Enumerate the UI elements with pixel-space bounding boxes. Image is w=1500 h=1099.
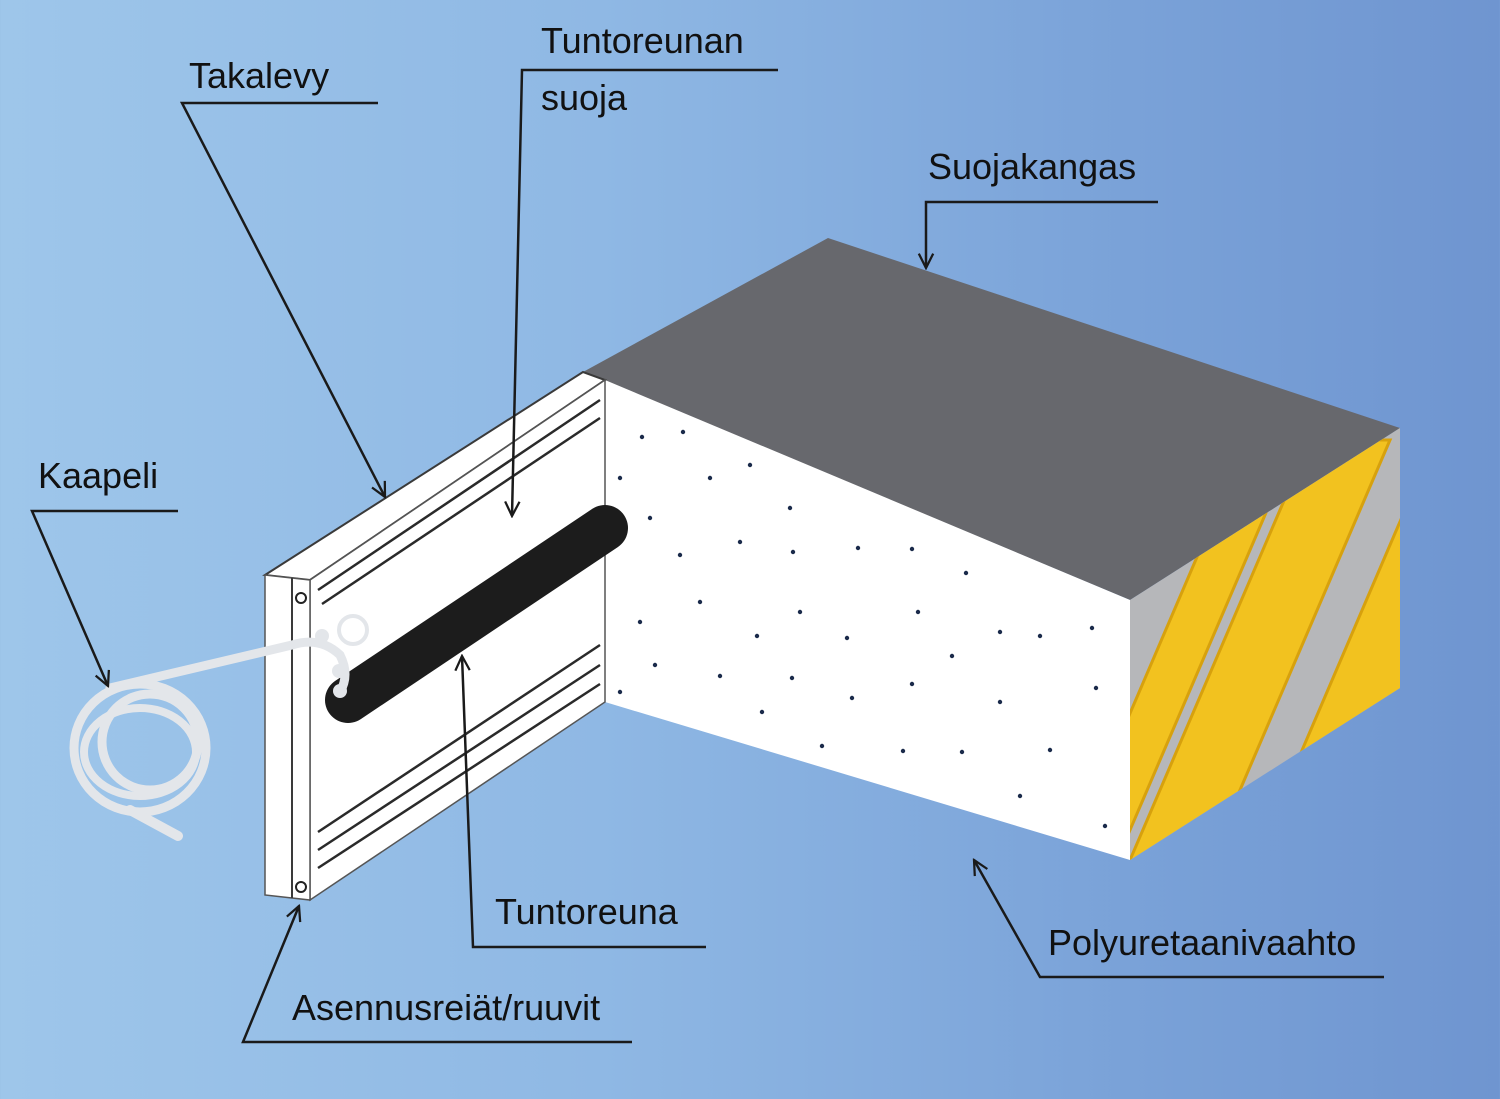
fabric-top-face	[583, 238, 1400, 600]
cable	[69, 614, 369, 841]
leader-asennusreiat	[241, 906, 632, 1044]
label-takalevy: Takalevy	[189, 55, 329, 96]
label-suojakangas: Suojakangas	[928, 146, 1136, 187]
leader-suojakangas	[926, 200, 1158, 268]
leader-kaapeli	[30, 509, 178, 686]
sensor-edge	[325, 505, 628, 723]
leader-tuntoreunan-suoja	[512, 68, 778, 516]
label-tuntoreunan-suoja-2: suoja	[541, 77, 628, 118]
mounting-flange	[264, 574, 311, 901]
labels: Takalevy Tuntoreunan suoja Suojakangas K…	[38, 20, 1356, 1028]
leader-takalevy	[179, 101, 385, 497]
leader-polyuretaanivaahto	[974, 860, 1384, 979]
mounting-hole-top	[295, 592, 307, 604]
foam-dots	[617, 429, 1108, 829]
label-tuntoreuna: Tuntoreuna	[495, 891, 679, 932]
leader-tuntoreuna	[462, 656, 706, 949]
label-tuntoreunan-suoja-1: Tuntoreunan	[541, 20, 744, 61]
leader-lines	[30, 68, 1384, 1044]
label-polyuretaanivaahto: Polyuretaanivaahto	[1048, 922, 1356, 963]
back-plate-grooves	[317, 398, 601, 870]
label-kaapeli: Kaapeli	[38, 455, 158, 496]
mounting-hole-bottom	[295, 881, 307, 893]
foam-block	[583, 238, 1400, 860]
foam-front-face	[605, 380, 1130, 860]
label-asennusreiat: Asennusreiät/ruuvit	[292, 987, 600, 1028]
